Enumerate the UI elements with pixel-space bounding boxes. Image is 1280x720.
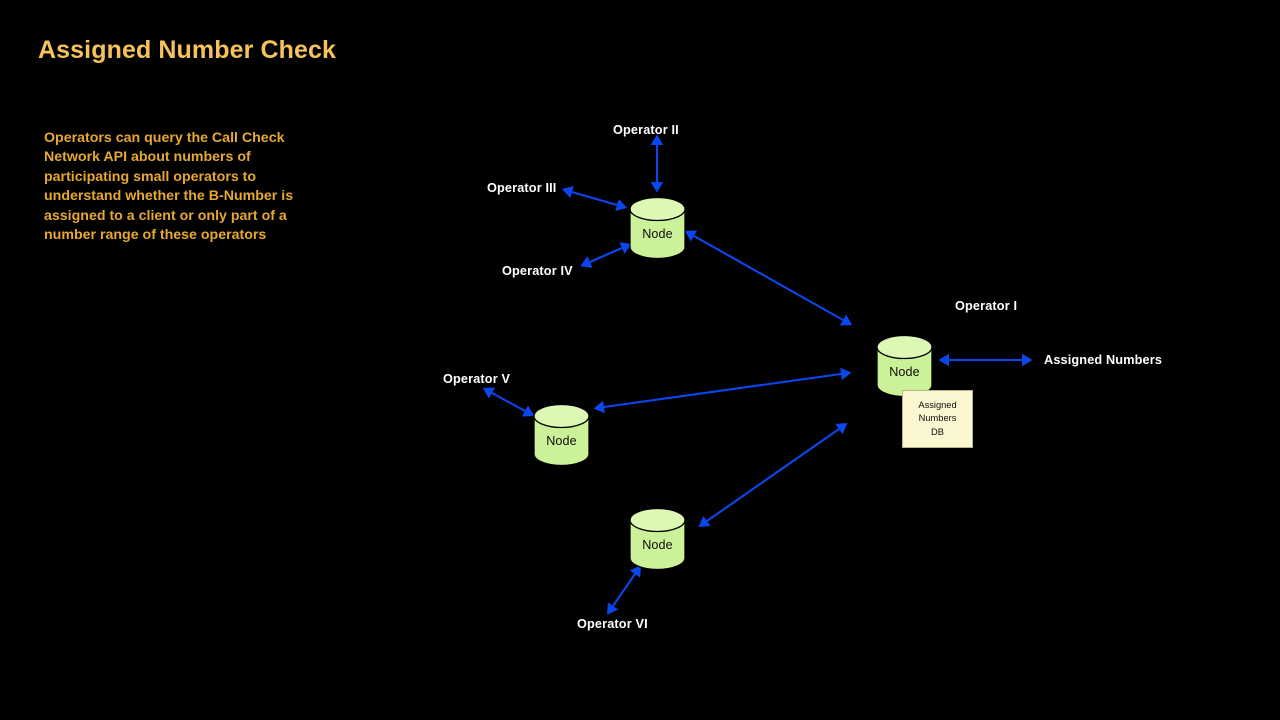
node-label: Node: [642, 538, 673, 552]
label-operator-vi: Operator VI: [577, 617, 648, 631]
arrow-node-vi-to-operator-i: [698, 422, 848, 528]
node-label: Node: [642, 227, 673, 241]
cylinder-shape: [629, 507, 686, 571]
arrow-central-to-operator-i: [684, 230, 853, 326]
label-operator-iii: Operator III: [487, 181, 557, 195]
description-text: Operators can query the Call Check Netwo…: [44, 130, 294, 244]
page-title: Assigned Number Check: [38, 36, 337, 64]
cylinder-shape: [629, 196, 686, 260]
label-assigned-numbers: Assigned Numbers: [1044, 353, 1163, 367]
node-label: Node: [546, 434, 577, 448]
node-operator-vi[interactable]: Node: [629, 507, 686, 571]
label-operator-v: Operator V: [443, 372, 511, 386]
cylinder-shape: [533, 403, 590, 467]
assigned-numbers-db-note[interactable]: Assigned Numbers DB: [902, 390, 973, 448]
node-operator-v[interactable]: Node: [533, 403, 590, 467]
label-operator-ii: Operator II: [613, 123, 679, 137]
label-operator-iv: Operator IV: [502, 264, 573, 278]
arrow-node-v-to-operator-i: [593, 367, 852, 414]
db-note-text: Assigned Numbers DB: [918, 399, 957, 437]
arrow-operator-vi: [607, 565, 641, 615]
node-label: Node: [889, 365, 920, 379]
arrow-operator-v: [482, 387, 535, 417]
arrow-operator-iii: [561, 185, 628, 212]
node-central[interactable]: Node: [629, 196, 686, 260]
node-operator-i[interactable]: Node: [876, 334, 933, 398]
arrow-operator-iv: [580, 242, 632, 268]
cylinder-shape: [876, 334, 933, 398]
label-operator-i: Operator I: [955, 299, 1018, 313]
